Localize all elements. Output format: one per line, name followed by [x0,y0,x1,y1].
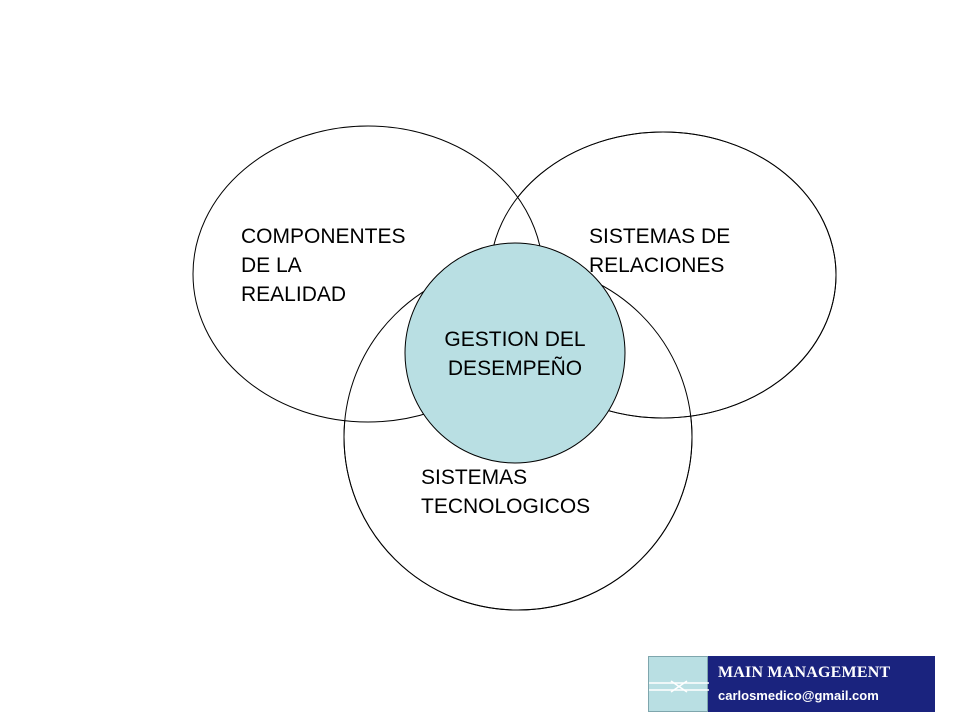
label-componentes-de-la-realidad: COMPONENTES DE LA REALIDAD [241,222,406,309]
label-line: DE LA [241,254,302,277]
label-sistemas-tecnologicos: SISTEMAS TECNOLOGICOS [421,463,590,521]
label-line: REALIDAD [241,283,347,306]
label-line: GESTION DEL [444,328,586,351]
logo-arrows-icon [649,680,709,693]
footer-badge: MAIN MANAGEMENT carlosmedico@gmail.com [648,656,935,712]
label-line: DESEMPEÑO [447,357,583,380]
label-sistemas-de-relaciones: SISTEMAS DE RELACIONES [589,222,730,280]
label-gestion-del-desempeno: GESTION DEL DESEMPEÑO [415,325,615,383]
label-line: RELACIONES [589,254,725,277]
label-line: SISTEMAS [421,466,528,489]
brand-logo-icon [648,656,709,712]
badge-email: carlosmedico@gmail.com [718,687,879,703]
badge-text-block: MAIN MANAGEMENT carlosmedico@gmail.com [708,656,935,712]
label-line: COMPONENTES [241,225,406,248]
circle-gestion-del-desempeno [404,242,626,464]
label-line: SISTEMAS DE [589,225,731,248]
badge-title: MAIN MANAGEMENT [718,663,891,681]
label-line: TECNOLOGICOS [421,495,591,518]
